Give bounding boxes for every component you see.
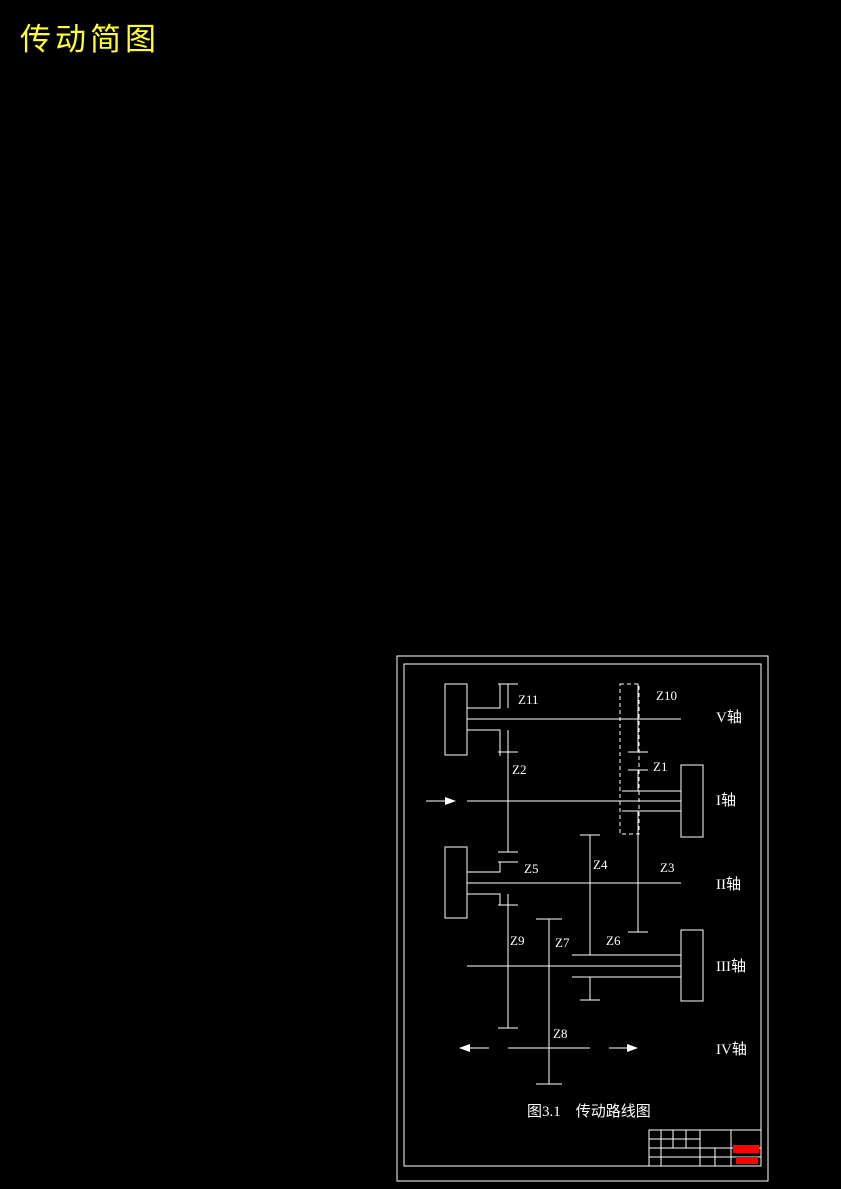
housing-block-iii-right [680,929,704,1002]
page-title: 传动简图 [20,22,160,58]
gear-z4 [580,834,600,956]
shaft-v-sleeve-top [467,684,501,709]
shaft-label-iii: III轴 [716,958,746,975]
label-z10: Z10 [656,688,677,703]
housing-block-v-left [444,683,468,756]
label-z4: Z4 [593,857,608,872]
input-arrow-head [445,797,456,805]
label-z11: Z11 [518,692,538,707]
shaft-label-iv: IV轴 [716,1041,747,1058]
title-block-stamp-top [733,1145,759,1153]
shaft-ii-sleeve-bottom [467,893,501,905]
label-z6: Z6 [606,933,621,948]
shaft-ii-sleeve-top [467,862,501,873]
output-arrow-left-head [459,1044,470,1052]
gear-z6 [580,977,600,1001]
gear-z11 [498,683,518,708]
gear-z3 [628,811,648,933]
inner-frame [403,663,762,1167]
title-block-stamp-bottom [736,1157,758,1164]
shaft-label-i: I轴 [716,792,736,809]
output-arrow-right-head [627,1044,638,1052]
label-z1: Z1 [653,759,667,774]
shaft-label-ii: II轴 [716,876,741,893]
label-z5: Z5 [524,861,538,876]
housing-block-i-right [680,764,704,838]
label-z2: Z2 [512,762,526,777]
housing-block-ii-left [444,846,468,919]
label-z9: Z9 [510,933,524,948]
clutch-dashed-outline [619,683,640,835]
gear-z10 [628,684,648,753]
shaft-v-sleeve-bottom [467,729,501,756]
figure-caption: 图3.1 传动路线图 [527,1103,651,1120]
gear-z2 [498,730,518,853]
shaft-label-v: V轴 [716,709,742,726]
gear-z1 [628,769,648,791]
label-z3: Z3 [660,860,674,875]
gear-z7 [536,918,562,1085]
label-z8: Z8 [553,1026,567,1041]
gear-z9 [498,894,518,1029]
label-z7: Z7 [555,935,570,950]
outer-frame [396,655,769,1182]
